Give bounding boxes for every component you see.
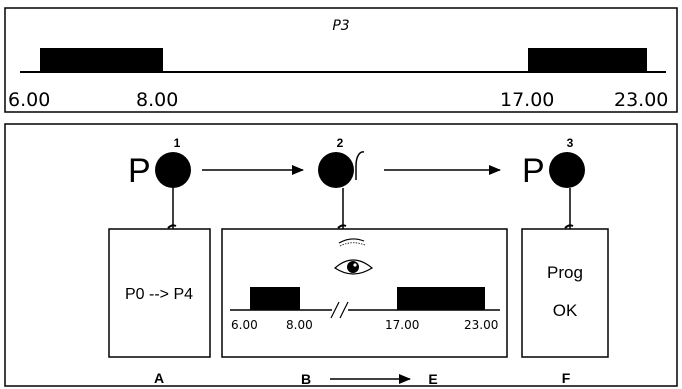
press-mark-2 — [337, 224, 347, 229]
mini-time-label-1: 6.00 — [231, 318, 258, 332]
caption-b: B — [301, 371, 311, 387]
timeline-panel: P3 6.00 8.00 17.00 23.00 — [4, 7, 678, 113]
time-block-evening — [528, 48, 647, 72]
timeline-frame — [4, 7, 678, 113]
mini-time-label-3: 17.00 — [385, 318, 419, 332]
caption-a: A — [154, 370, 164, 386]
eye-icon — [334, 238, 374, 275]
step-number-1: 1 — [174, 136, 181, 150]
axis-break-gap — [332, 305, 348, 315]
time-label-end-2: 23.00 — [614, 89, 668, 111]
mini-time-label-4: 23.00 — [464, 318, 498, 332]
box-f-line-1: Prog — [547, 263, 583, 282]
box-a: P0 --> P4 A — [108, 228, 211, 386]
step-2: 2 — [318, 136, 365, 229]
hold-icon — [355, 151, 365, 180]
mini-time-label-2: 8.00 — [286, 318, 313, 332]
mini-block-morning — [250, 287, 300, 310]
axis-break-mark-1 — [330, 301, 340, 319]
time-label-end-1: 8.00 — [136, 89, 178, 111]
p-letter-step-3: P — [522, 152, 545, 190]
button-circle-2 — [318, 152, 354, 188]
box-b: 6.00 8.00 17.00 23.00 B E — [221, 228, 508, 387]
step-1: P 1 — [128, 136, 191, 229]
press-mark-1 — [167, 224, 177, 229]
mini-block-evening — [397, 287, 485, 310]
axis-break-mark-2 — [339, 301, 349, 319]
step-number-3: 3 — [567, 136, 574, 150]
time-label-start-1: 6.00 — [8, 89, 50, 111]
box-b-frame — [221, 228, 508, 358]
flow-frame — [4, 123, 678, 387]
time-label-start-2: 17.00 — [500, 89, 554, 111]
time-block-morning — [40, 48, 163, 72]
p-letter-step-1: P — [128, 152, 151, 190]
box-f-frame — [521, 228, 609, 358]
caption-e: E — [428, 371, 437, 387]
box-f-line-2: OK — [553, 301, 578, 320]
button-circle-1 — [155, 152, 191, 188]
box-a-frame — [108, 228, 211, 358]
flow-panel: P 1 2 P 3 P0 --> P4 — [4, 123, 678, 387]
step-number-2: 2 — [337, 136, 344, 150]
box-f: Prog OK F — [521, 228, 609, 386]
step-3: P 3 — [522, 136, 585, 229]
program-label: P3 — [332, 18, 349, 34]
caption-f: F — [562, 370, 571, 386]
button-circle-3 — [549, 152, 585, 188]
press-mark-3 — [564, 224, 574, 229]
box-a-text: P0 --> P4 — [125, 286, 193, 303]
